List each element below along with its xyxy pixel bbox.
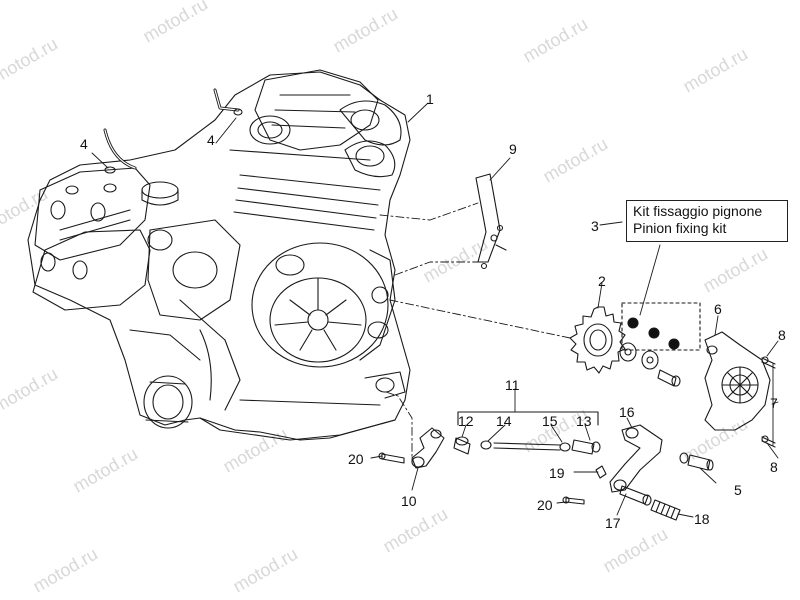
callout-17: 17 <box>605 515 621 531</box>
callout-4-top: 4 <box>207 132 215 148</box>
part-5-bolt <box>679 452 714 471</box>
callout-8-top: 8 <box>778 327 786 343</box>
pinion-fixing-kit-parts <box>619 302 701 387</box>
part-6-sprocket-cover <box>704 331 771 431</box>
leader-lines <box>91 102 779 518</box>
kit-label-box: Kit fissaggio pignone Pinion fixing kit <box>626 200 788 242</box>
callout-12: 12 <box>458 413 474 429</box>
callout-7: 7 <box>770 395 778 411</box>
callout-3: 3 <box>591 218 599 234</box>
callout-20-left: 20 <box>348 451 364 467</box>
engine-assembly <box>27 69 411 441</box>
gear-linkage <box>378 411 681 521</box>
callout-18: 18 <box>694 511 710 527</box>
callout-1: 1 <box>426 91 434 107</box>
kit-label-english: Pinion fixing kit <box>633 220 727 236</box>
callout-2: 2 <box>598 273 606 289</box>
callout-14: 14 <box>496 413 512 429</box>
callout-15: 15 <box>542 413 558 429</box>
callout-8-bottom: 8 <box>770 459 778 475</box>
callout-19: 19 <box>549 465 565 481</box>
part-9-bracket <box>475 173 507 270</box>
assembly-guide-lines <box>379 202 571 463</box>
callout-13: 13 <box>576 413 592 429</box>
callout-4-left: 4 <box>80 136 88 152</box>
callout-20-bottom: 20 <box>537 497 553 513</box>
callout-11: 11 <box>505 377 520 393</box>
callout-6: 6 <box>714 301 722 317</box>
callout-9: 9 <box>509 141 517 157</box>
callout-5: 5 <box>734 482 742 498</box>
bolts-7-8 <box>761 356 776 448</box>
part-2-sprocket <box>569 306 626 374</box>
kit-label-italian: Kit fissaggio pignone <box>633 203 763 219</box>
callout-10: 10 <box>401 493 417 509</box>
callout-16: 16 <box>619 404 635 420</box>
